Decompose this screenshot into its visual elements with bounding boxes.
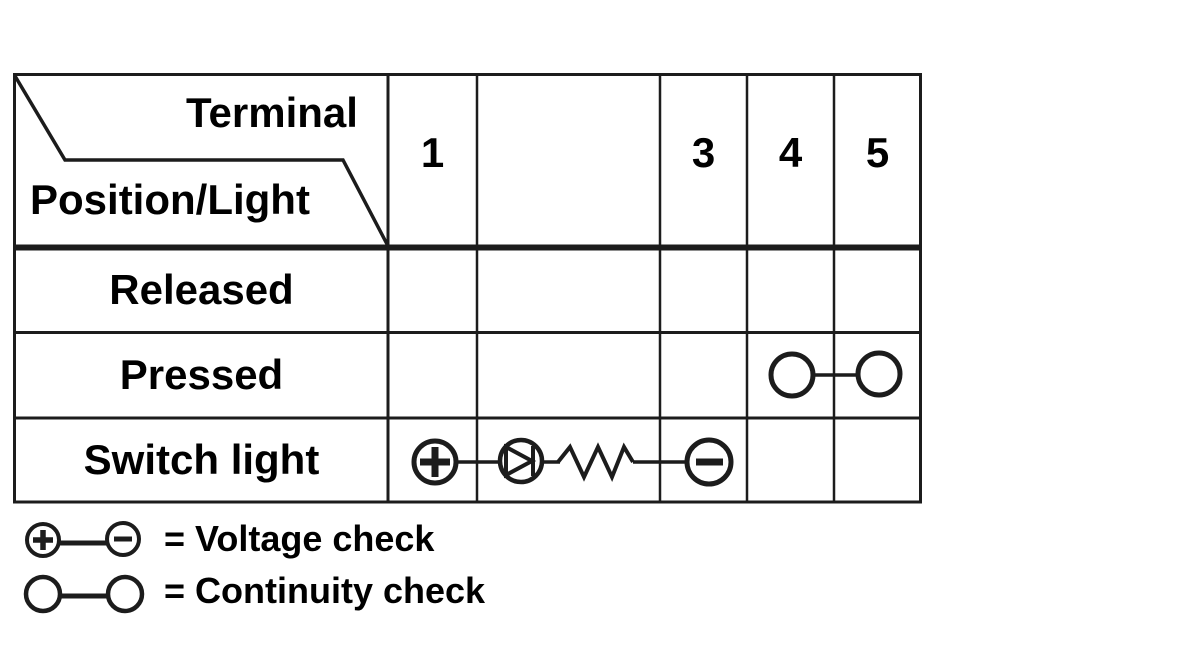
legend-voltage-symbol [25,521,141,558]
table-grid [13,73,922,504]
row-label-switch-light: Switch light [83,436,320,483]
corner-terminal-label: Terminal [186,89,358,136]
legend-circle-right-icon [105,574,145,614]
resistor-icon [556,442,635,483]
legend-voltage-check-caption: = Voltage check [164,518,435,559]
continuity-check-symbol [768,350,903,399]
legend-plus-circle-icon [25,522,61,558]
legend-continuity-symbol [23,574,145,614]
legend-circle-left-icon [23,574,63,614]
diode-icon [497,437,545,485]
column-header-terminal-blank [477,128,660,178]
header-diagonal-divider [13,75,390,247]
column-header-terminal-5: 5 [865,129,890,176]
row-label-pressed: Pressed [119,351,284,398]
plus-terminal-icon [411,438,459,486]
legend-minus-circle-icon [105,521,141,557]
table-outer-border [13,73,922,504]
column-header-terminal-1: 1 [420,129,445,176]
continuity-circle-terminal5-icon [855,350,903,398]
column-header-terminal-4: 4 [778,129,803,176]
column-header-terminal-3: 3 [691,129,716,176]
legend-continuity-check-caption: = Continuity check [164,570,486,611]
corner-position-light-label: Position/Light [30,176,310,223]
continuity-circle-terminal4-icon [768,351,816,399]
minus-terminal-icon [684,437,734,487]
switch-light-circuit [411,437,734,487]
row-label-released: Released [109,266,294,313]
